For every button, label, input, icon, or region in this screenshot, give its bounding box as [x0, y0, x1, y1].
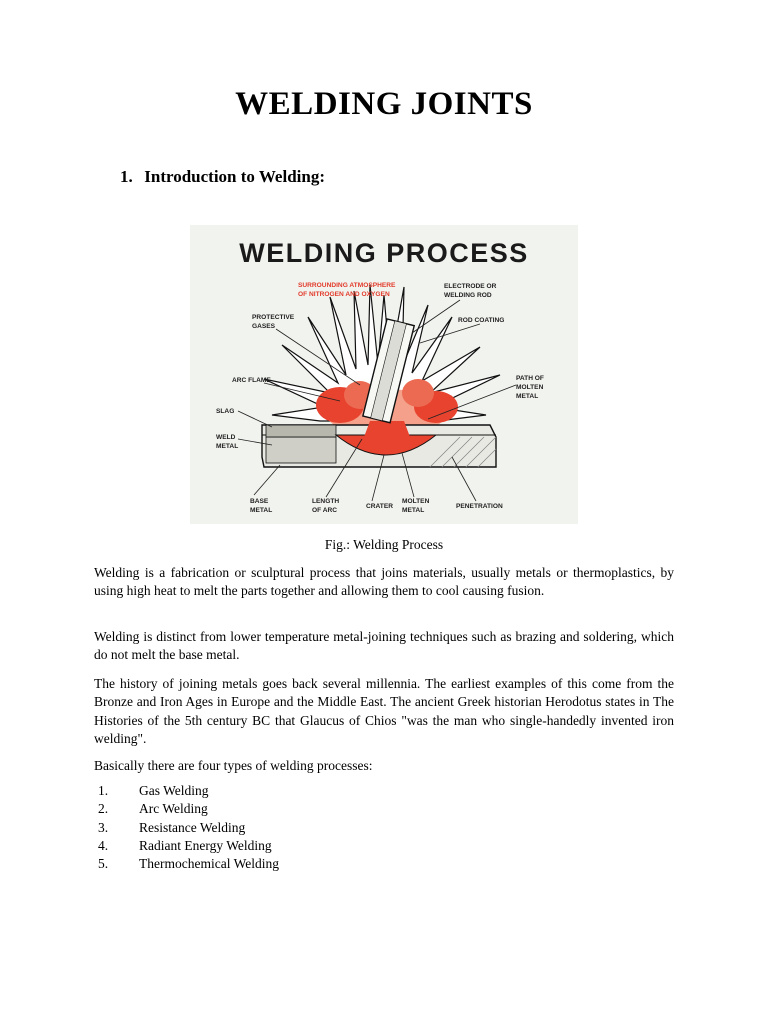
- label-length-line2: OF ARC: [312, 507, 337, 514]
- label-weld-line2: METAL: [216, 443, 238, 450]
- label-rod-coating: ROD COATING: [458, 317, 504, 324]
- welding-types-list: 1. Gas Welding 2. Arc Welding 3. Resistance…: [94, 782, 279, 873]
- list-item: 4. Radiant Energy Welding: [94, 837, 279, 855]
- section-title: Introduction to Welding:: [144, 167, 325, 186]
- weld-metal-region: [265, 436, 337, 464]
- list-item-label: Radiant Energy Welding: [139, 837, 272, 853]
- list-item: 2. Arc Welding: [94, 800, 279, 818]
- list-item-number: 5.: [98, 856, 109, 872]
- label-molten-line2: METAL: [402, 507, 424, 514]
- paragraph-types-intro: Basically there are four types of weldin…: [94, 758, 373, 773]
- label-path-line3: METAL: [516, 393, 538, 400]
- label-atmosphere-line1: SURROUNDING ATMOSPHERE: [298, 282, 396, 289]
- label-protective-line2: GASES: [252, 323, 276, 330]
- welding-process-figure: WELDING PROCESS: [190, 225, 578, 524]
- section-heading: 1. Introduction to Welding:: [120, 167, 325, 187]
- list-item: 1. Gas Welding: [94, 782, 279, 800]
- list-item-label: Thermochemical Welding: [139, 856, 279, 872]
- list-item-label: Resistance Welding: [139, 819, 246, 835]
- label-length-line1: LENGTH: [312, 498, 339, 505]
- label-protective-line1: PROTECTIVE: [252, 314, 295, 321]
- label-atmosphere-line2: OF NITROGEN AND OXYGEN: [298, 291, 390, 298]
- list-item-label: Arc Welding: [139, 801, 208, 817]
- list-item-number: 4.: [98, 837, 109, 853]
- paragraph-definition: Welding is a fabrication or sculptural p…: [94, 565, 674, 599]
- paragraph-history: The history of joining metals goes back …: [94, 676, 674, 746]
- figure-caption: Fig.: Welding Process: [324, 537, 444, 552]
- label-weld-line1: WELD: [216, 434, 236, 441]
- label-path-line1: PATH OF: [516, 375, 544, 382]
- plate-hatching: [429, 436, 497, 468]
- list-item: 3. Resistance Welding: [94, 819, 279, 837]
- list-item: 5. Thermochemical Welding: [94, 855, 279, 873]
- arc-column: [364, 421, 410, 437]
- list-item-number: 2.: [98, 801, 109, 817]
- leader-lines: [237, 299, 517, 502]
- section-number: 1.: [120, 167, 133, 186]
- page-title: WELDING JOINTS: [235, 86, 533, 122]
- electrode-rod: [362, 318, 416, 424]
- paragraph-distinction: Welding is distinct from lower temperatu…: [94, 629, 674, 663]
- list-item-number: 3.: [98, 819, 109, 835]
- figure-banner: WELDING PROCESS: [239, 238, 529, 268]
- slag-layer: [265, 424, 337, 438]
- label-crater: CRATER: [366, 503, 393, 510]
- label-base-line1: BASE: [250, 498, 269, 505]
- label-electrode-line1: ELECTRODE OR: [444, 283, 497, 290]
- list-item-label: Gas Welding: [139, 783, 209, 798]
- label-base-line2: METAL: [250, 507, 272, 514]
- label-electrode-line2: WELDING ROD: [444, 292, 492, 299]
- label-penetration: PENETRATION: [456, 503, 503, 510]
- label-molten-line1: MOLTEN: [402, 498, 430, 505]
- label-slag: SLAG: [216, 408, 234, 415]
- label-arc-flame: ARC FLAME: [232, 377, 271, 384]
- list-item-number: 1.: [98, 783, 109, 798]
- label-path-line2: MOLTEN: [516, 384, 544, 391]
- gas-cloud-upper-right: [402, 379, 434, 407]
- welding-process-diagram: WELDING PROCESS: [216, 238, 544, 514]
